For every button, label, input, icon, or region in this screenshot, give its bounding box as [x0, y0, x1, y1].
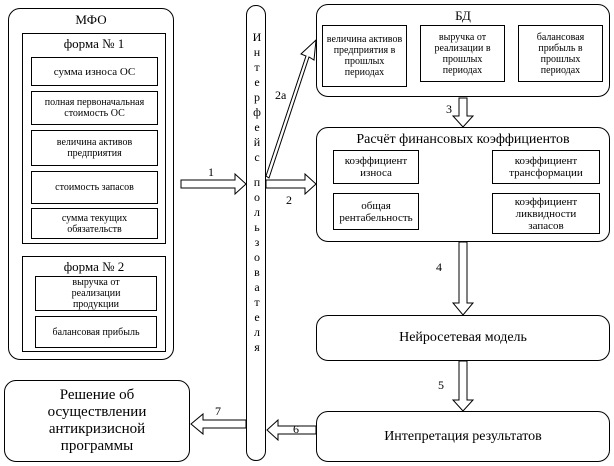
arrow-label-7: 7 — [215, 404, 221, 418]
interface-letter: в — [254, 265, 260, 279]
interface-letter: ф — [253, 105, 261, 119]
arrow-label-5: 5 — [438, 378, 444, 392]
arrow-7 — [190, 412, 247, 436]
interface-letter: а — [254, 280, 260, 294]
arrow-label-4: 4 — [436, 260, 442, 274]
interface-letter: с — [254, 150, 260, 164]
calc-item: коэффициент ликвидности запасов — [492, 193, 600, 234]
interface-letter: т — [254, 295, 260, 309]
form1-title: форма № 1 — [63, 36, 125, 51]
arrow-label-3: 3 — [446, 102, 452, 116]
user-interface-label: И н т е р ф е й с п о л ь з о в а т е л … — [248, 30, 266, 355]
interface-letter: й — [253, 135, 261, 149]
interface-letter: ь — [254, 220, 260, 234]
arrow-2 — [265, 172, 317, 196]
arrow-6 — [266, 418, 317, 442]
decision-block: Решение об осуществлении антикризисной п… — [4, 380, 190, 462]
interface-letter: И — [252, 30, 262, 44]
interface-letter: з — [254, 235, 260, 249]
interface-letter: р — [254, 90, 260, 104]
interface-letter: е — [254, 120, 260, 134]
interface-letter: е — [254, 310, 260, 324]
arrow-label-6: 6 — [293, 422, 299, 436]
interface-letter: л — [254, 205, 260, 219]
db-item: балансовая прибыль в прошлых периодах — [518, 25, 603, 82]
db-title: БД — [455, 8, 471, 23]
arrow-3 — [451, 97, 475, 128]
form1-item: сумма износа ОС — [31, 57, 158, 86]
interface-letter: т — [254, 60, 260, 74]
form1-item: величина активов предприятия — [31, 130, 158, 166]
form2-title: форма № 2 — [63, 259, 125, 274]
arrow-label-2: 2 — [286, 193, 292, 207]
interface-letter: п — [253, 175, 261, 189]
calc-item: коэффициент износа — [333, 150, 419, 184]
neural-model-block: Нейросетевая модель — [316, 315, 610, 361]
form2-item: балансовая прибыль — [35, 316, 157, 348]
db-item: величина активов предприятия в прошлых п… — [322, 25, 407, 87]
interface-letter: о — [254, 190, 260, 204]
user-interface-bar — [246, 5, 266, 461]
arrow-5 — [451, 360, 475, 412]
form1-item: полная первоначальная стоимость ОС — [31, 91, 158, 125]
interface-letter: н — [253, 45, 261, 59]
form1-item: сумма текущих обязательств — [31, 208, 158, 239]
arrow-2a — [265, 38, 317, 179]
calc-title: Расчёт финансовых коэффициентов — [356, 132, 570, 147]
interface-letter: е — [254, 75, 260, 89]
arrow-label-1: 1 — [208, 165, 214, 179]
arrow-label-2a: 2а — [275, 88, 287, 102]
interface-letter: л — [254, 325, 260, 339]
interface-letter: я — [254, 340, 260, 354]
calc-item: общая рентабельность — [333, 193, 419, 230]
db-item: выручка от реализации в прошлых периодах — [420, 25, 505, 82]
interpretation-block: Интепретация результатов — [316, 411, 610, 462]
arrow-1 — [180, 172, 247, 196]
calc-item: коэффициент трансформации — [492, 150, 600, 184]
arrow-4 — [451, 241, 475, 316]
interface-letter: о — [254, 250, 260, 264]
form2-item: выручка от реализации продукции — [35, 276, 157, 311]
mfo-title: МФО — [75, 12, 107, 27]
form1-item: стоимость запасов — [31, 171, 158, 204]
